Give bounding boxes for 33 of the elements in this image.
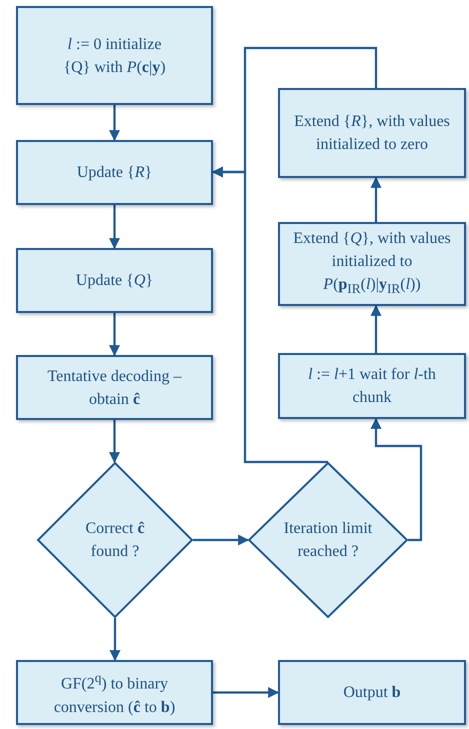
node-label: Tentative decoding – obtain ĉ bbox=[46, 366, 183, 410]
process-box bbox=[278, 353, 466, 419]
arrow bbox=[370, 418, 422, 542]
node-label: Output b bbox=[342, 683, 402, 703]
arrow bbox=[370, 176, 382, 222]
process-box bbox=[16, 140, 213, 205]
arrow bbox=[109, 313, 120, 356]
arrow bbox=[109, 205, 120, 250]
process-box bbox=[278, 88, 466, 178]
process-box bbox=[16, 660, 213, 725]
arrow bbox=[193, 534, 250, 546]
node-label: Extend {Q}, with values initialized to P(p$_{IR}$(l)|y$_{IR}$(l)) bbox=[292, 229, 452, 299]
process-box bbox=[278, 660, 466, 725]
arrow bbox=[109, 420, 120, 464]
node-label: Correct ĉ found ? bbox=[84, 519, 146, 562]
node-label: Iteration limit reached ? bbox=[282, 519, 374, 562]
process-box bbox=[16, 248, 213, 313]
node-label: Update {Q} bbox=[74, 271, 154, 291]
process-box bbox=[16, 355, 213, 420]
node-label: l := 0 initialize {Q} with P(c|y) bbox=[62, 34, 167, 78]
node-label: l := l+1 wait for l-th chunk bbox=[307, 365, 437, 408]
node-label: Update {R} bbox=[76, 163, 154, 183]
decision-diamond bbox=[248, 462, 408, 618]
arrow bbox=[110, 618, 120, 662]
arrow bbox=[109, 105, 120, 142]
node-label: GF(2$^{q}$) to binary conversion (ĉ to b) bbox=[52, 669, 176, 718]
node-label: Extend {R}, with values initialized to zero bbox=[293, 112, 451, 155]
arrow bbox=[212, 166, 328, 464]
arrow bbox=[370, 304, 382, 353]
arrow bbox=[213, 687, 280, 698]
process-box bbox=[16, 6, 213, 105]
decision-diamond bbox=[37, 462, 193, 618]
process-box bbox=[278, 222, 466, 306]
